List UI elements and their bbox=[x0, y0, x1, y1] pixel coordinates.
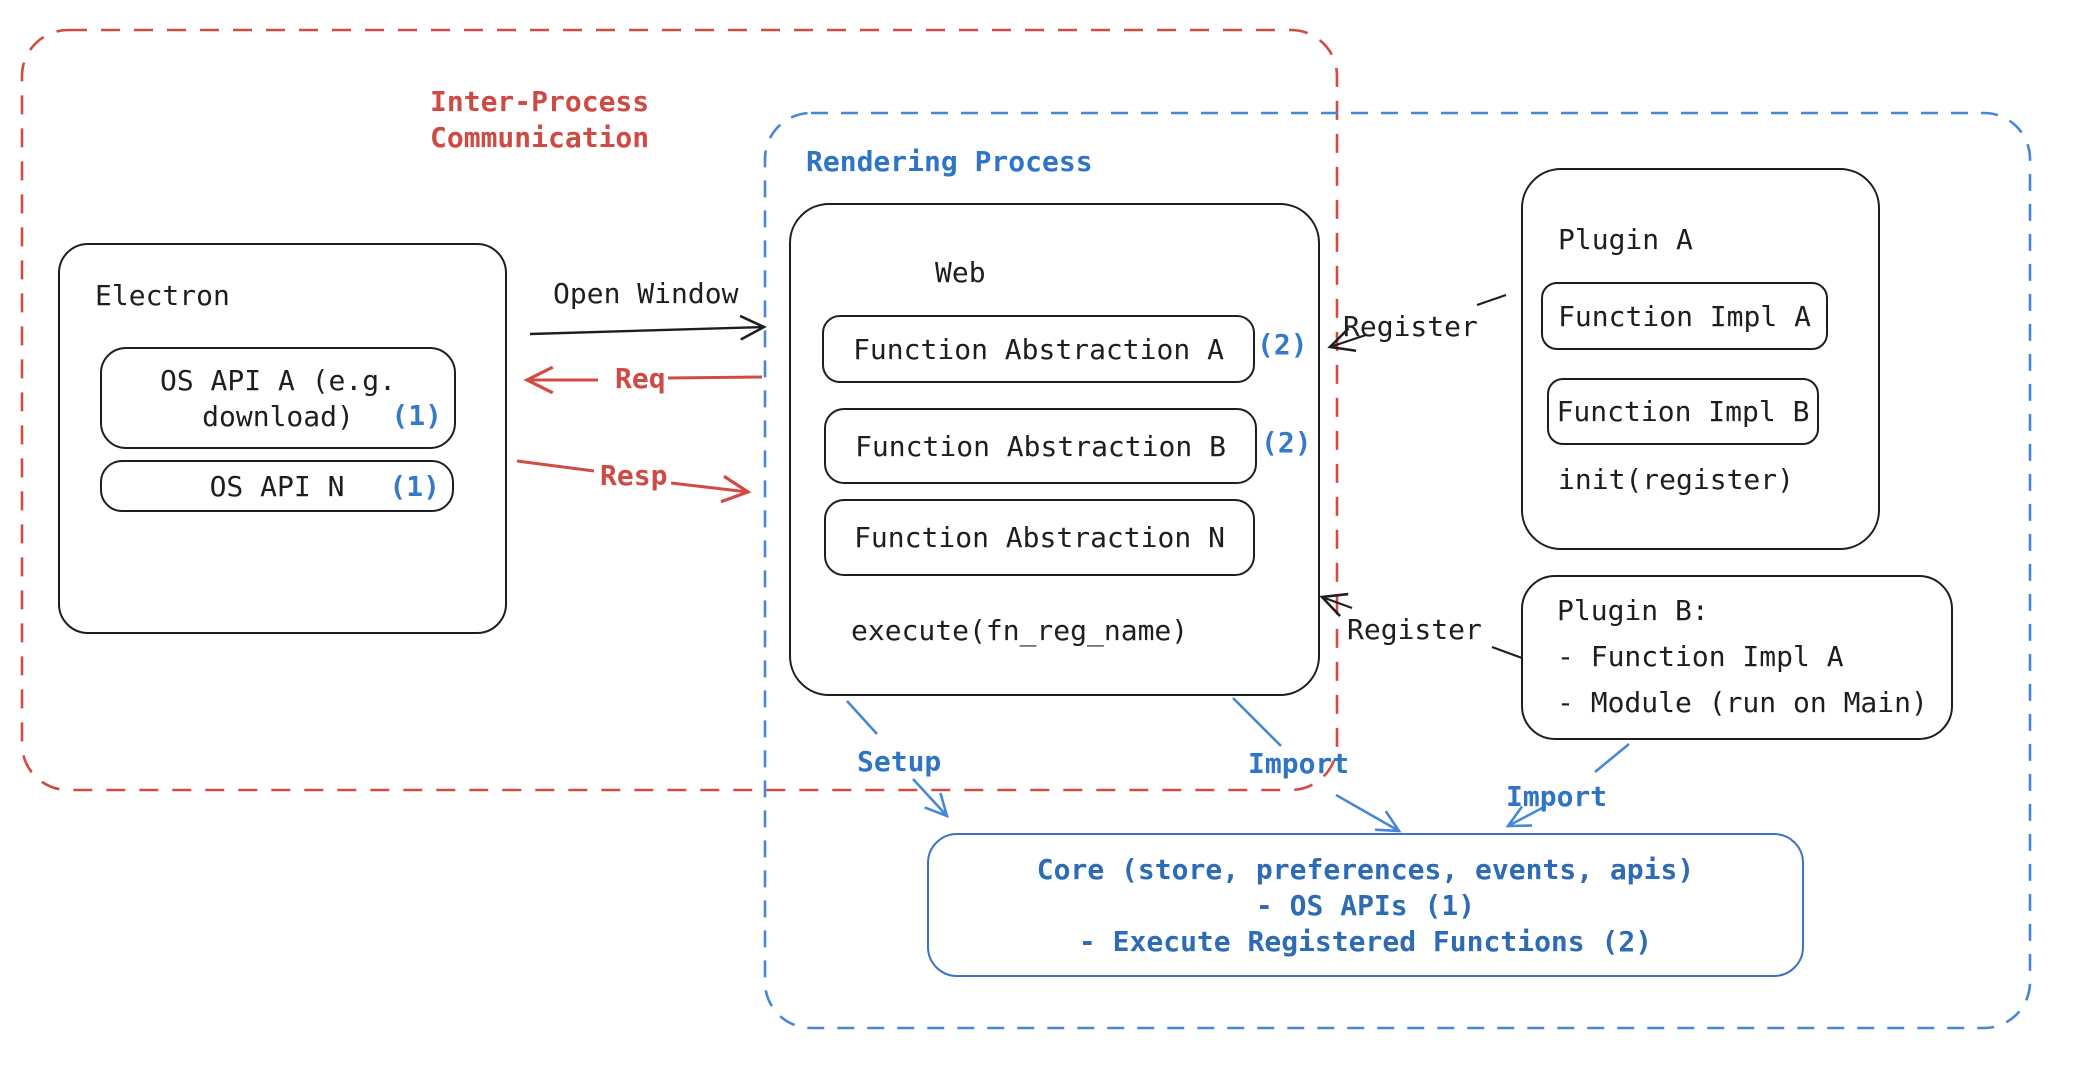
os-api-n-badge: (1) bbox=[389, 469, 440, 503]
os-api-a-line1: OS API A (e.g. bbox=[159, 363, 396, 397]
req-arrow-right-segment bbox=[667, 375, 763, 380]
resp-arrow-left-segment bbox=[516, 459, 595, 473]
register-a-arrow-head bbox=[1327, 327, 1367, 352]
open-window-label: Open Window bbox=[553, 277, 739, 310]
ipc-dashed-border bbox=[20, 28, 1339, 792]
function-abstraction-n-box: Function Abstraction N bbox=[824, 499, 1255, 576]
function-abstraction-a-label: Function Abstraction A bbox=[853, 332, 1224, 366]
register-a-label: Register bbox=[1343, 310, 1478, 343]
plugin-b-impl-a-line: - Function Impl A bbox=[1557, 640, 1844, 673]
core-title-line: Core (store, preferences, events, apis) bbox=[1036, 852, 1695, 886]
ipc-container-label: Inter-Process Communication bbox=[430, 84, 649, 156]
open-window-arrow bbox=[529, 314, 767, 341]
plugin-a-box: Plugin A Function Impl A Function Impl B… bbox=[1521, 168, 1880, 550]
core-execute-line: - Execute Registered Functions (2) bbox=[1078, 924, 1653, 958]
function-abstraction-b-label: Function Abstraction B bbox=[855, 429, 1226, 463]
plugin-b-title: Plugin B: bbox=[1557, 594, 1709, 627]
os-api-a-box: OS API A (e.g. download) (1) bbox=[100, 347, 456, 449]
setup-label: Setup bbox=[857, 745, 942, 778]
req-label: Req bbox=[615, 362, 666, 395]
os-api-a-badge: (1) bbox=[391, 399, 442, 432]
function-abstraction-b-badge: (2) bbox=[1261, 426, 1312, 459]
rendering-container-label: Rendering Process bbox=[806, 145, 1093, 178]
core-os-apis-line: - OS APIs (1) bbox=[1255, 888, 1476, 922]
plugin-a-title: Plugin A bbox=[1558, 223, 1693, 256]
import-a-arrow-head bbox=[1335, 793, 1402, 833]
web-title: Web bbox=[935, 256, 986, 289]
os-api-a-line2: download) bbox=[202, 399, 354, 433]
register-a-arrow-tail bbox=[1476, 293, 1507, 307]
function-abstraction-a-badge: (2) bbox=[1257, 328, 1308, 361]
plugin-b-module-line: - Module (run on Main) bbox=[1557, 686, 1928, 719]
rendering-dashed-border bbox=[763, 111, 2032, 1030]
register-b-arrow-tail bbox=[1491, 645, 1523, 660]
resp-arrow-head-segment bbox=[670, 474, 752, 504]
import-b-arrow-head bbox=[1505, 804, 1547, 828]
function-abstraction-n-label: Function Abstraction N bbox=[854, 521, 1225, 554]
core-box: Core (store, preferences, events, apis) … bbox=[927, 833, 1804, 977]
function-impl-b-label: Function Impl B bbox=[1556, 395, 1810, 428]
os-api-n-label: OS API N bbox=[209, 469, 345, 503]
electron-title: Electron bbox=[95, 279, 230, 312]
function-abstraction-a-box: Function Abstraction A bbox=[822, 315, 1255, 383]
import-a-label: Import bbox=[1248, 747, 1350, 780]
execute-call-text: execute(fn_reg_name) bbox=[851, 614, 1189, 647]
function-impl-a-box: Function Impl A bbox=[1541, 282, 1828, 350]
ipc-label-line1: Inter-Process bbox=[430, 85, 650, 118]
register-b-arrow-head bbox=[1319, 592, 1353, 618]
plugin-b-box: Plugin B: - Function Impl A - Module (ru… bbox=[1521, 575, 1953, 740]
setup-arrow-head bbox=[912, 778, 949, 819]
function-impl-b-box: Function Impl B bbox=[1547, 378, 1819, 445]
os-api-n-box: OS API N (1) bbox=[100, 460, 454, 512]
setup-arrow-tail bbox=[846, 700, 878, 735]
web-box: Web Function Abstraction A (2) Function … bbox=[789, 203, 1320, 696]
register-b-label: Register bbox=[1347, 613, 1482, 646]
electron-box: Electron OS API A (e.g. download) (1) OS… bbox=[58, 243, 507, 634]
import-a-arrow-tail bbox=[1232, 697, 1282, 747]
import-b-label: Import bbox=[1506, 780, 1608, 813]
ipc-label-line2: Communication bbox=[430, 121, 650, 154]
function-impl-a-label: Function Impl A bbox=[1558, 299, 1811, 333]
resp-label: Resp bbox=[600, 459, 668, 492]
import-b-arrow-tail bbox=[1594, 742, 1630, 774]
function-abstraction-b-box: Function Abstraction B bbox=[824, 408, 1257, 484]
init-register-text: init(register) bbox=[1558, 463, 1795, 496]
